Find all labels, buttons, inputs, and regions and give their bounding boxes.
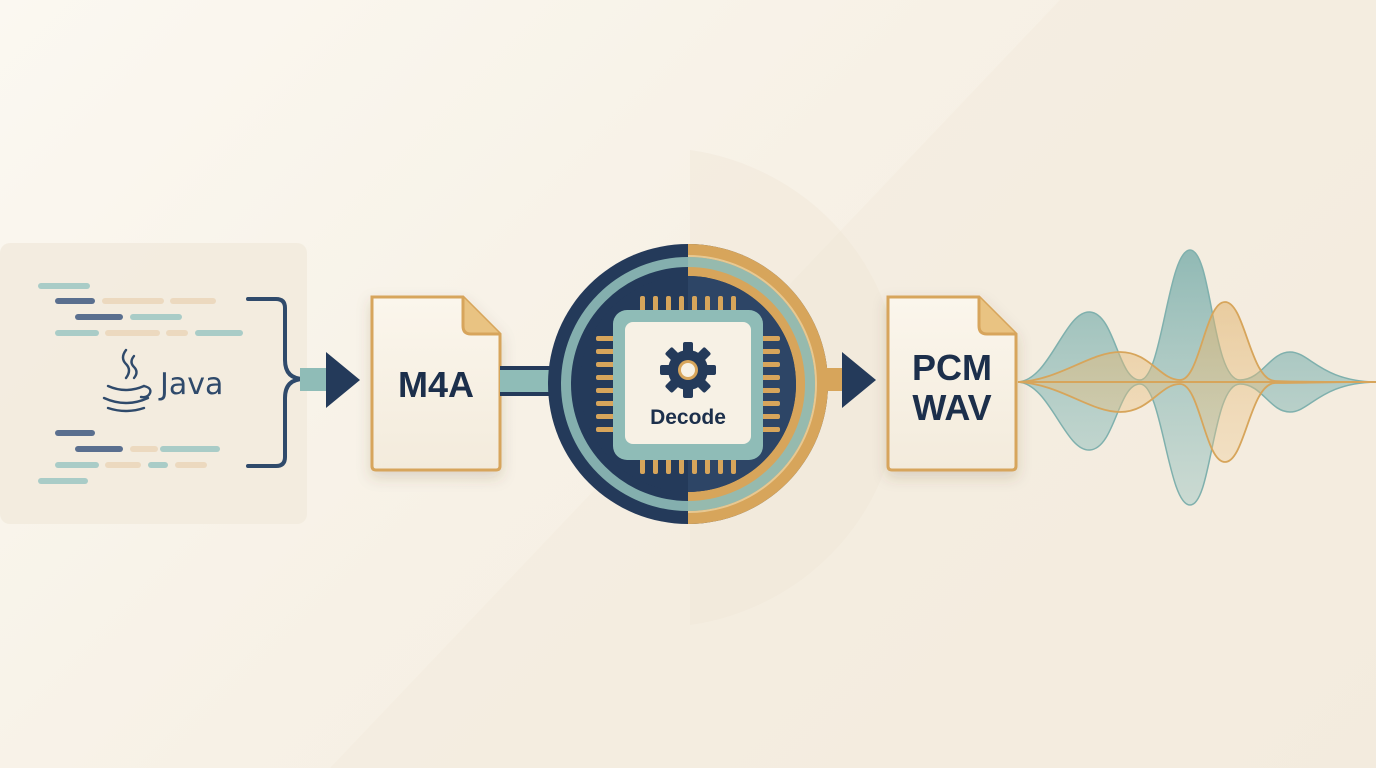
code-bracket [246, 297, 306, 468]
java-label: Java [158, 367, 223, 402]
java-coffee-cup-icon [102, 348, 152, 413]
pcm-label: PCM [912, 347, 992, 388]
arrow-to-pcm [820, 352, 876, 408]
m4a-label: M4A [398, 364, 474, 405]
m4a-file-card [370, 295, 502, 472]
arrow-to-m4a [300, 352, 360, 408]
gear-icon [660, 342, 716, 398]
decode-label: Decode [650, 406, 726, 429]
connector-m4a-to-decoder [500, 366, 555, 396]
pcm-wav-file-card [886, 295, 1018, 472]
code-panel [0, 243, 307, 524]
wav-label: WAV [912, 387, 991, 428]
